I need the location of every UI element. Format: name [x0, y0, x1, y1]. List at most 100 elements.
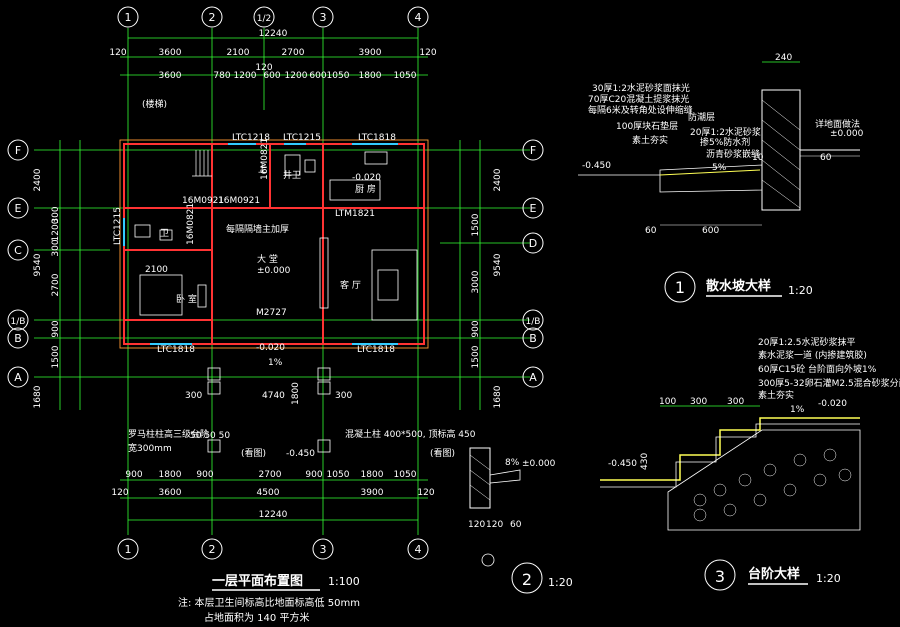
- dim-top-r2-3: 120: [255, 63, 272, 73]
- d3-slope: 1%: [790, 405, 805, 415]
- step-seg: 50 50 50: [190, 431, 230, 441]
- walk-note-left: 罗马柱柱高三级台阶: [128, 428, 209, 440]
- door-16m0821: 16M0821: [186, 203, 196, 245]
- d1-title: 散水坡大样: [706, 278, 771, 294]
- dim-bot-r2-0: 120: [111, 488, 128, 498]
- floor-note: 每隔隔墙主加厚: [226, 223, 289, 235]
- dim-left-inner-1: 1200: [51, 218, 61, 241]
- dim-top-total: 12240: [259, 29, 288, 39]
- axis-right-B: B: [529, 332, 537, 345]
- d2-dim-1: 120: [486, 520, 503, 530]
- door-16m0821-top: 16M0821: [260, 138, 270, 180]
- room-kitchen: 厨 房: [355, 183, 376, 195]
- axis-left-A: A: [14, 371, 22, 384]
- dim-top-r1-3: 2700: [282, 48, 305, 58]
- dim-bot-r1-0: 900: [125, 470, 142, 480]
- d1-layer-2: 每隔6米及转角处设伸缩缝: [588, 104, 693, 116]
- dim-bot-r2-1: 3600: [159, 488, 182, 498]
- plan-title: 一层平面布置图: [212, 573, 303, 589]
- dim-bot-total: 12240: [259, 510, 288, 520]
- d3-dim-top-2: 300: [727, 397, 744, 407]
- door-16m0921-a: 16M0921: [182, 196, 224, 206]
- room-hall: 大 堂: [257, 253, 278, 265]
- axis-left-1B: 1/B: [11, 317, 26, 327]
- d1-slope: 5%: [712, 163, 727, 173]
- axis-right-F: F: [530, 144, 536, 157]
- d1-number: 1: [675, 278, 685, 297]
- room-living: 客 厅: [340, 279, 361, 291]
- dim-top-r1-4: 3900: [359, 48, 382, 58]
- dim-left-inner-5: 1500: [51, 345, 61, 368]
- win-ltc1215-left: LTC1215: [113, 207, 123, 245]
- dim-bot-r2-3: 3900: [361, 488, 384, 498]
- d3-level-low: -0.450: [608, 459, 637, 469]
- d2-scale: 1:20: [548, 576, 573, 589]
- dim-bot-r2-4: 120: [417, 488, 434, 498]
- axis-right-E: E: [530, 202, 537, 215]
- axis-bottom-3: 3: [320, 543, 327, 556]
- entry-slope: 1%: [268, 358, 283, 368]
- dim-left-inner-0: 300: [51, 206, 61, 223]
- d2-level: ±0.000: [522, 459, 556, 469]
- room-bedroom: 卧 室: [176, 293, 197, 305]
- dim-4740: 4740: [262, 391, 285, 401]
- axis-right-1B: 1/B: [526, 317, 541, 327]
- axis-bottom-1: 1: [125, 543, 132, 556]
- dim-right-inner-0: 1500: [471, 213, 481, 236]
- win-ltc1818-top: LTC1818: [358, 133, 396, 143]
- d1-dim-60b: 60: [820, 153, 832, 163]
- outside-level: -0.450: [286, 449, 315, 459]
- d1-dim-10: 10: [752, 153, 764, 163]
- axis-top-3: 3: [320, 11, 327, 24]
- room-toilet2: 卫: [160, 229, 169, 239]
- dim-left-outer-2: 1680: [33, 385, 43, 408]
- dim-1800: 1800: [291, 382, 301, 405]
- d3-dim-top-0: 100: [659, 397, 676, 407]
- dim-top-r1-5: 120: [419, 48, 436, 58]
- d1-scale: 1:20: [788, 284, 813, 297]
- dim-bot-r2-2: 4500: [257, 488, 280, 498]
- dim-right-outer-1: 9540: [493, 253, 503, 276]
- win-ltc1818-bot-left: LTC1818: [157, 345, 195, 355]
- axis-top-2: 2: [209, 11, 216, 24]
- axis-top-1-2: 1/2: [257, 14, 271, 24]
- room-kitchen-level: -0.020: [352, 173, 381, 183]
- dim-top-r2-8: 1800: [359, 71, 382, 81]
- d1-layer-1: 70厚C20混凝土提浆抹光: [588, 93, 689, 105]
- d2-slope: 8%: [505, 458, 520, 468]
- d3-scale: 1:20: [816, 572, 841, 585]
- d3-layer-2: 60厚C15砼 台阶面向外坡1%: [758, 363, 877, 375]
- fixtures: [134, 151, 418, 321]
- d1-layer-4: 素土夯实: [632, 134, 668, 146]
- d3-level-top: -0.020: [818, 399, 847, 409]
- col-ref-2: (看图): [241, 447, 266, 459]
- dim-top-r2-1: 780: [213, 71, 230, 81]
- d3-layer-1: 素水泥浆一道 (内掺建筑胶): [758, 349, 867, 361]
- axis-right-A: A: [529, 371, 537, 384]
- col-ref-3: (看图): [430, 447, 455, 459]
- d1-right-3: 沥青砂浆嵌缝: [706, 148, 760, 160]
- axis-left-E: E: [15, 202, 22, 215]
- d2-number: 2: [522, 570, 532, 589]
- dim-300b: 300: [335, 391, 352, 401]
- d2-dim-0: 120: [468, 520, 485, 530]
- dim-right-outer-2: 1680: [493, 385, 503, 408]
- stair: [192, 150, 212, 177]
- room-stair-up: 上: [258, 164, 267, 175]
- d3-left-dim: 430: [640, 453, 650, 470]
- plan-note-1: 注: 本层卫生间标高比地面标高低 50mm: [178, 596, 360, 609]
- door-16m0921-b: 16M0921: [218, 196, 260, 206]
- dim-bot-r1-4: 900: [305, 470, 322, 480]
- plan-note-2: 占地面积为 140 平方米: [204, 611, 309, 624]
- detail-2: 8% ±0.000 120 120 60 2 1:20: [468, 447, 573, 594]
- dim-left-outer-0: 2400: [33, 168, 43, 191]
- d1-dim-600: 600: [702, 226, 719, 236]
- door-ltm1821: LTM1821: [335, 209, 375, 219]
- d3-dim-top-1: 300: [690, 397, 707, 407]
- d3-title: 台阶大样: [748, 566, 800, 582]
- axis-bottom-2: 2: [209, 543, 216, 556]
- d1-level-low: -0.450: [582, 161, 611, 171]
- dim-left-outer-1: 9540: [33, 253, 43, 276]
- dim-right-outer-0: 2400: [493, 168, 503, 191]
